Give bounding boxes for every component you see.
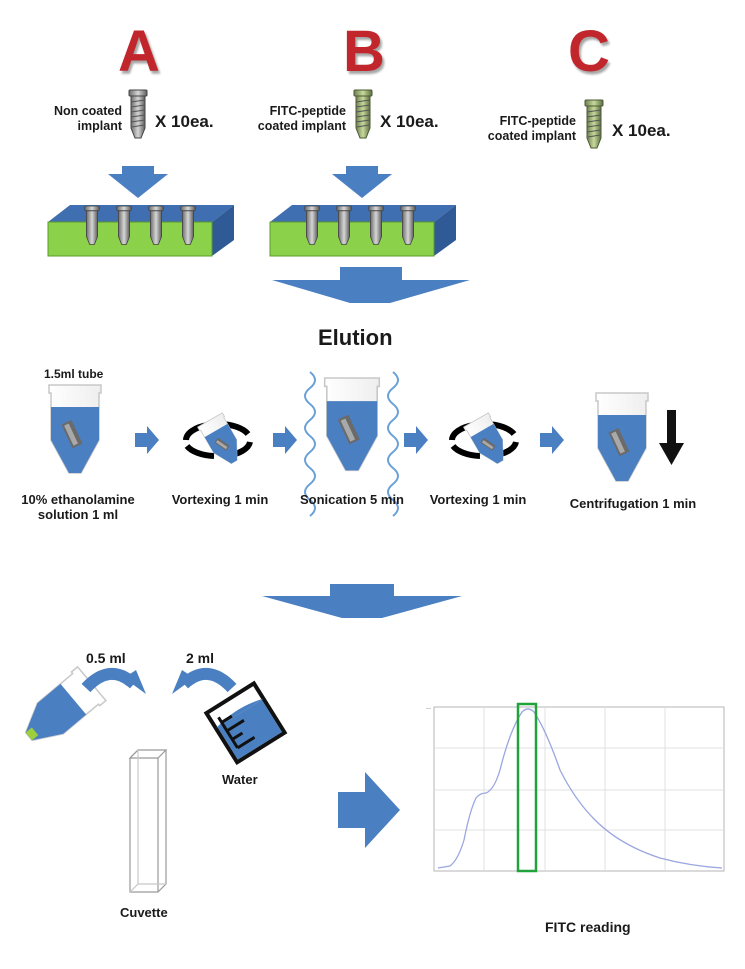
down-arrow-icon-b	[332, 166, 392, 198]
tube-icon-2	[595, 392, 649, 482]
group-label-c-line1: FITC-peptide	[499, 114, 576, 128]
water-beaker-icon	[203, 680, 288, 766]
tube-icon-1	[48, 384, 102, 474]
step-arrow-icon-4	[540, 426, 564, 454]
vortex-icon-2	[452, 412, 516, 470]
group-label-a-line2: implant	[77, 119, 122, 133]
group-multiplier-b: X 10ea.	[380, 112, 439, 131]
elution-title: Elution	[318, 325, 393, 350]
measurement-arrow-icon	[262, 584, 462, 618]
water-label: Water	[222, 772, 258, 787]
step-label-1: 10% ethanolamine solution 1 ml	[8, 492, 148, 522]
group-label-b-line1: FITC-peptide	[269, 104, 346, 118]
step-arrow-icon-2	[273, 426, 297, 454]
group-multiplier-a: X 10ea.	[155, 112, 214, 131]
implant-rack-a	[47, 205, 234, 257]
group-label-a-line1: Non coated	[53, 104, 122, 118]
implant-icon-b	[353, 89, 373, 139]
sample-volume-label: 0.5 ml	[86, 650, 126, 666]
pour-sample-arrow-icon	[81, 668, 146, 694]
svg-text:—: —	[426, 706, 431, 712]
elution-arrow-icon	[272, 267, 470, 303]
group-letter-b: B	[343, 19, 385, 84]
group-letter-a: A	[118, 19, 160, 84]
cuvette-label: Cuvette	[120, 905, 168, 920]
step-label-4: Vortexing 1 min	[429, 492, 527, 507]
chart-grid	[434, 707, 724, 871]
group-multiplier-c: X 10ea.	[612, 121, 671, 140]
implant-icon-c	[584, 99, 604, 149]
centrifuge-arrow-icon	[659, 410, 684, 465]
reading-label: FITC reading	[545, 919, 631, 935]
step-arrow-icon-1	[135, 426, 159, 454]
group-label-c: FITC-peptide coated implant	[468, 114, 576, 144]
step-label-1-line1: 10% ethanolamine	[21, 492, 135, 507]
sonication-icon	[304, 371, 399, 517]
peak-highlight-box	[516, 702, 538, 873]
step-label-3: Sonication 5 min	[299, 492, 404, 507]
cuvette-icon	[128, 749, 168, 893]
implant-icon-a	[128, 89, 148, 139]
group-label-b: FITC-peptide coated implant	[240, 104, 346, 134]
implant-rack-b	[269, 205, 456, 257]
step-label-2: Vortexing 1 min	[171, 492, 269, 507]
water-volume-label: 2 ml	[186, 650, 215, 666]
down-arrow-icon-a	[108, 166, 168, 198]
pour-water-arrow-icon	[172, 668, 237, 694]
vortex-icon-1	[186, 412, 250, 470]
spectrum-chart: —	[426, 702, 725, 873]
group-label-c-line2: coated implant	[487, 129, 576, 143]
step-label-1-line2: solution 1 ml	[37, 507, 119, 522]
reading-arrow-icon	[338, 772, 400, 848]
step-arrow-icon-3	[404, 426, 428, 454]
group-letter-c: C	[568, 19, 610, 84]
spectrum-curve	[437, 708, 723, 869]
step-label-5: Centrifugation 1 min	[569, 496, 697, 511]
group-label-a: Non coated implant	[30, 104, 122, 134]
tube-label: 1.5ml tube	[44, 367, 104, 381]
group-label-b-line2: coated implant	[257, 119, 346, 133]
